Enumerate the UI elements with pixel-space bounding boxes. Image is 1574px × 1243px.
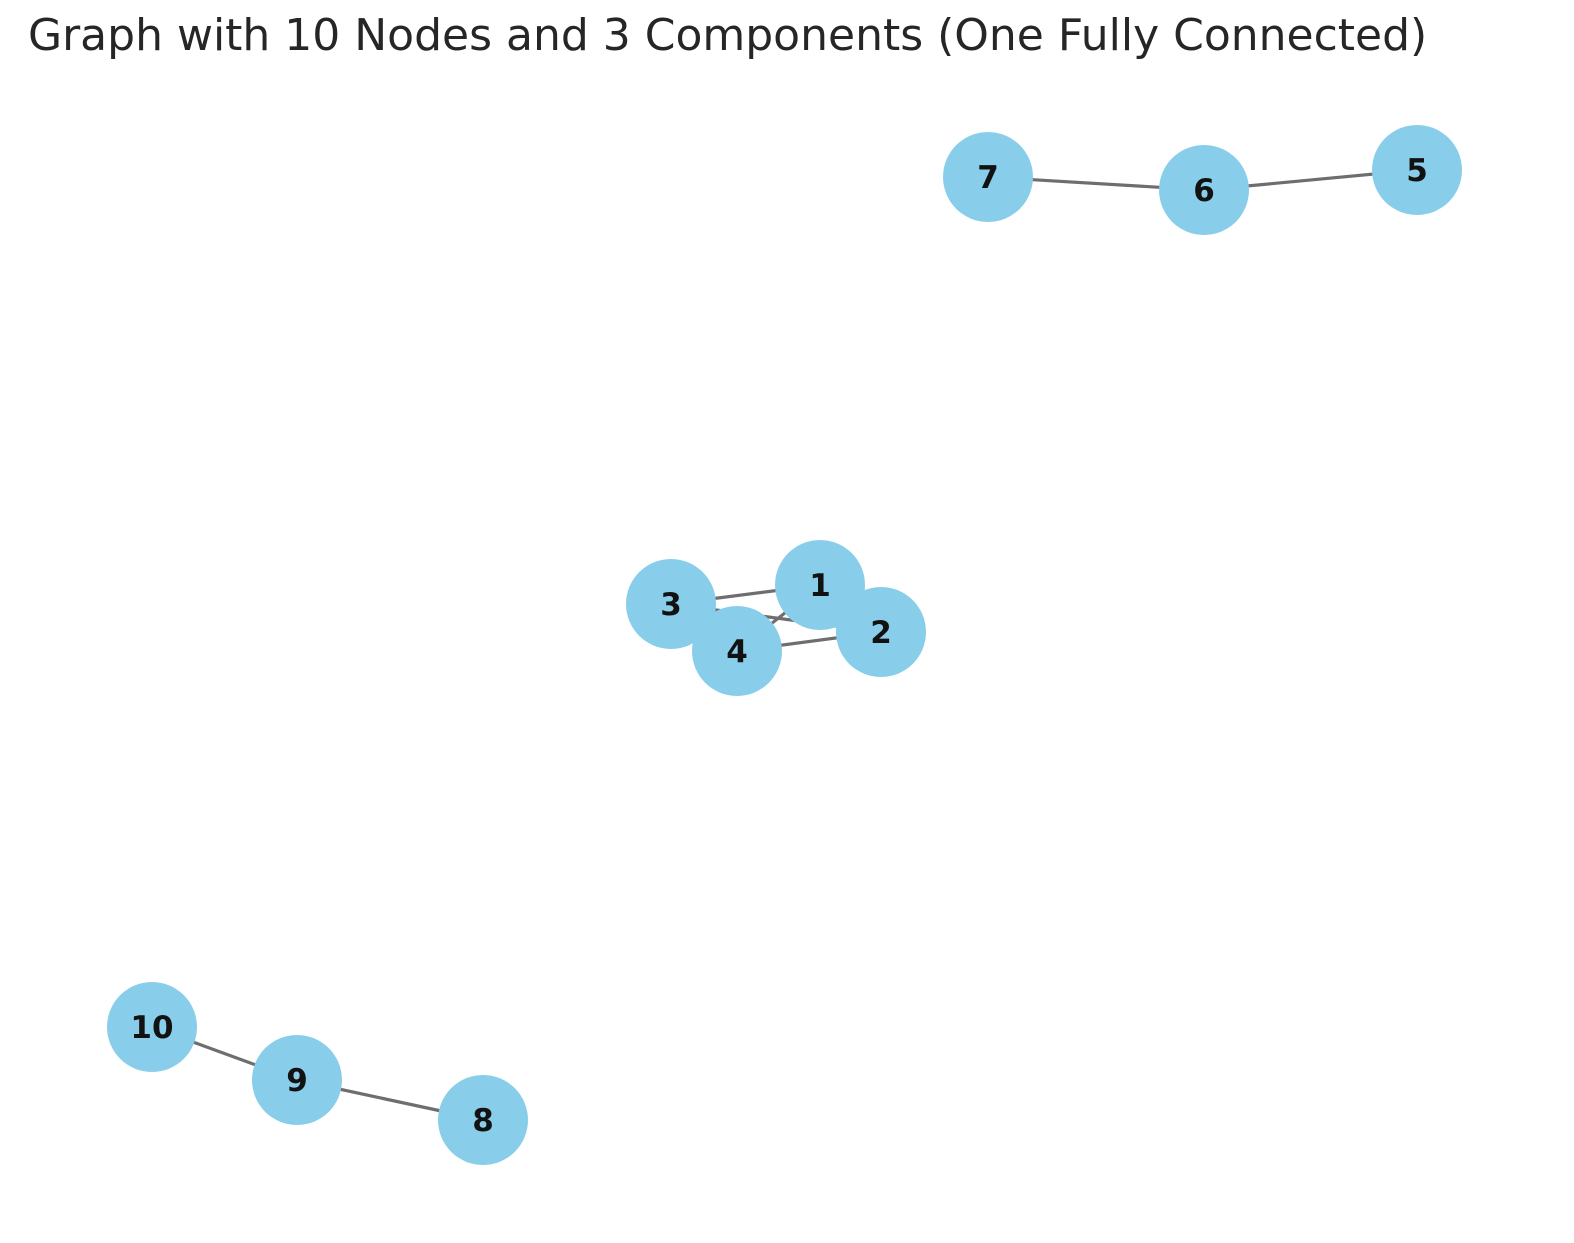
graph-node-circle-8[interactable] — [438, 1075, 528, 1165]
graph-node-label-3: 3 — [660, 587, 682, 623]
graph-node-label-9: 9 — [286, 1063, 308, 1099]
graph-node-label-7: 7 — [977, 160, 999, 196]
graph-node-label-6: 6 — [1193, 173, 1215, 209]
graph-node-5[interactable]: 5 — [1372, 125, 1462, 215]
graph-node-3[interactable]: 3 — [626, 559, 716, 649]
graph-node-6[interactable]: 6 — [1159, 145, 1249, 235]
graph-node-9[interactable]: 9 — [252, 1035, 342, 1125]
graph-node-label-4: 4 — [726, 634, 748, 670]
page-title: Graph with 10 Nodes and 3 Components (On… — [28, 10, 1428, 61]
graph-node-circle-4[interactable] — [692, 606, 782, 696]
graph-node-label-2: 2 — [870, 615, 892, 651]
graph-node-circle-6[interactable] — [1159, 145, 1249, 235]
graph-node-7[interactable]: 7 — [943, 132, 1033, 222]
graph-node-circle-3[interactable] — [626, 559, 716, 649]
graph-node-circle-2[interactable] — [836, 587, 926, 677]
graph-node-2[interactable]: 2 — [836, 587, 926, 677]
graph-node-label-10: 10 — [130, 1010, 173, 1046]
graph-node-10[interactable]: 10 — [107, 982, 197, 1072]
graph-node-circle-5[interactable] — [1372, 125, 1462, 215]
graph-node-circle-10[interactable] — [107, 982, 197, 1072]
graph-node-label-1: 1 — [809, 568, 831, 604]
edges-layer — [150, 168, 1419, 1122]
graph-node-circle-9[interactable] — [252, 1035, 342, 1125]
graph-node-1[interactable]: 1 — [775, 540, 865, 630]
graph-node-circle-1[interactable] — [775, 540, 865, 630]
graph-node-4[interactable]: 4 — [692, 606, 782, 696]
graph-node-8[interactable]: 8 — [438, 1075, 528, 1165]
graph-node-label-5: 5 — [1406, 153, 1428, 189]
nodes-layer: 1 2 3 4 5 6 7 8 9 10 — [107, 125, 1462, 1165]
graph-node-circle-7[interactable] — [943, 132, 1033, 222]
graph-node-label-8: 8 — [472, 1103, 494, 1139]
